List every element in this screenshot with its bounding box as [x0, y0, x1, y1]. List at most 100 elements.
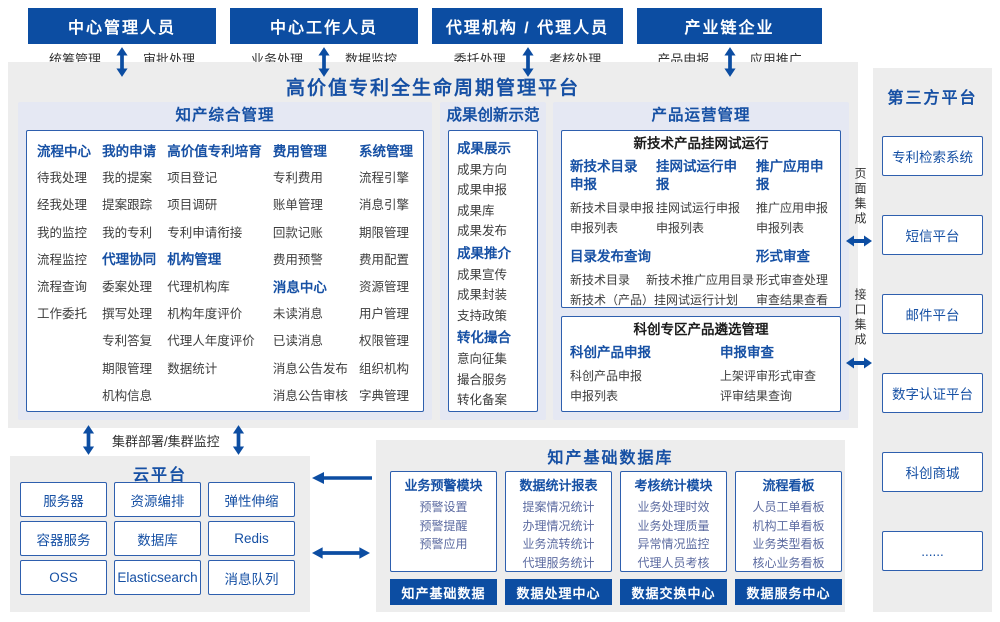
menu-item: 办理情况统计 — [522, 518, 595, 533]
menu-item: 预警应用 — [419, 537, 468, 551]
menu-item: 代理服务统计 — [522, 555, 595, 570]
group-title: 申报审查 — [720, 345, 774, 360]
cloud-service-box: Elasticsearch — [114, 560, 201, 595]
menu-item: 未读消息 — [272, 307, 323, 322]
cloud-service-box: 容器服务 — [20, 521, 107, 556]
section-title: 云平台 — [132, 467, 187, 484]
third-party-box: 专利检索系统 — [882, 136, 983, 176]
group-card: 新技术目录申报新技术目录申报申报列表 — [570, 158, 654, 238]
arrow-left-icon — [312, 471, 372, 485]
cloud-service-box: 服务器 — [20, 482, 107, 517]
group-title: 新技术目录申报 — [570, 159, 638, 192]
third-party-box: 邮件平台 — [882, 294, 983, 334]
menu-item: 评审结果查询 — [720, 389, 793, 403]
data-center-box: 知产基础数据 — [390, 579, 497, 605]
menu-item: 代理人员考核 — [637, 555, 710, 570]
menu-item: 回款记账 — [272, 225, 323, 240]
group-items: 新技术目录申报申报列表 — [570, 198, 654, 238]
group-items: 形式审查处理审查结果查看 — [756, 270, 834, 310]
group-items: 挂网试运行申报申报列表 — [656, 198, 742, 238]
menu-item: 新技术目录 — [570, 273, 631, 287]
menu-item: 流程引擎 — [358, 171, 409, 186]
menu-item: 审查结果查看 — [756, 293, 829, 307]
group-title: 科创产品申报 — [570, 345, 651, 360]
group-grid: 科创产品申报科创产品申报申报列表申报审查上架评审形式审查评审结果查询 — [562, 342, 840, 406]
group-title: 形式审查 — [756, 249, 810, 264]
menu-item: 新技术（产品）挂网试运行计划 — [570, 293, 739, 307]
double-arrow-vertical-icon — [116, 46, 129, 78]
double-arrow-vertical-icon — [82, 423, 95, 457]
actor-title: 产业链企业 — [637, 8, 822, 44]
menu-item: 预警设置 — [419, 500, 468, 514]
group-title: 费用管理 — [272, 143, 327, 159]
group-title: 目录发布查询 — [570, 249, 651, 264]
menu-item: 成果发布 — [457, 224, 508, 239]
data-center-box: 数据处理中心 — [505, 579, 612, 605]
menu-item: 权限管理 — [358, 334, 409, 349]
menu-item: 账单管理 — [272, 198, 323, 213]
subsection-title: 科创专区产品遴选管理 — [633, 322, 769, 337]
menu-item: 消息公告审核 — [272, 388, 348, 403]
actor-title: 代理机构 / 代理人员 — [432, 8, 623, 44]
menu-item: 代理人年度评价 — [167, 334, 255, 349]
actor-title: 中心管理人员 — [28, 8, 216, 44]
group-card: 推广应用申报推广应用申报申报列表 — [756, 158, 834, 238]
cluster-label: 集群部署/集群监控 — [112, 434, 220, 449]
group-card: 流程看板人员工单看板机构工单看板业务类型看板核心业务看板 — [735, 471, 842, 572]
menu-item: 代理机构库 — [167, 280, 230, 295]
menu-item: 用户管理 — [358, 307, 409, 322]
actor-row: 中心管理人员 统筹管理 审批处理 中心工作人员 业务处理 数据监控 代理机构 /… — [28, 8, 822, 70]
section-product-operation: 产品运营管理 新技术产品挂网试运行 新技术目录申报新技术目录申报申报列表挂网试运… — [553, 102, 849, 420]
group-title: 转化撮合 — [457, 330, 511, 345]
third-party-box: 短信平台 — [882, 215, 983, 255]
group-items: 提案情况统计办理情况统计业务流转统计代理服务统计 — [506, 498, 611, 572]
section-ip-management: 知产综合管理 流程中心待我处理经我处理我的监控流程监控流程查询工作委托 我的申请… — [18, 102, 432, 420]
section-third-party: 第三方平台 专利检索系统短信平台邮件平台数字认证平台科创商城...... — [873, 68, 992, 612]
menu-item: 转化备案 — [457, 393, 508, 408]
menu-item: 资源管理 — [358, 280, 409, 295]
menu-column: 高价值专利培育项目登记项目调研专利申请衔接机构管理代理机构库机构年度评价代理人年… — [167, 136, 262, 411]
menu-item: 我的监控 — [37, 225, 88, 240]
menu-item: 撰写处理 — [102, 307, 153, 322]
double-arrow-vertical-icon — [318, 46, 331, 78]
menu-column: 流程中心待我处理经我处理我的监控流程监控流程查询工作委托 — [37, 136, 91, 411]
menu-item: 业务类型看板 — [752, 537, 825, 551]
group-title: 高价值专利培育 — [167, 143, 262, 159]
menu-item: 专利答复 — [102, 334, 153, 349]
platform-title: 高价值专利全生命周期管理平台 — [285, 78, 580, 99]
menu-item: 上架评审形式审查 — [720, 369, 817, 383]
menu-item: 预警提醒 — [419, 518, 468, 533]
menu-item: 申报列表 — [656, 221, 705, 235]
section-title: 知产基础数据库 — [547, 450, 674, 467]
menu-item: 流程监控 — [37, 252, 88, 267]
group-card: 目录发布查询新技术目录新技术推广应用目录新技术（产品）挂网试运行计划 — [570, 248, 754, 310]
actor-title: 中心工作人员 — [230, 8, 418, 44]
menu-item: 提案情况统计 — [522, 500, 595, 514]
group-items: 推广应用申报申报列表 — [756, 198, 834, 238]
group-items: 新技术目录新技术推广应用目录新技术（产品）挂网试运行计划 — [570, 270, 754, 310]
menu-item: 费用配置 — [358, 252, 409, 267]
third-party-box: ...... — [882, 531, 983, 571]
group-title: 机构管理 — [167, 252, 222, 268]
group-title: 业务预警模块 — [404, 478, 483, 493]
third-party-list: 专利检索系统短信平台邮件平台数字认证平台科创商城...... — [882, 136, 983, 571]
menu-item: 意向征集 — [457, 352, 508, 367]
cloud-service-box: 弹性伸缩 — [208, 482, 295, 517]
menu-item: 人员工单看板 — [752, 500, 825, 514]
double-arrow-horizontal-icon — [312, 546, 370, 560]
group-items: 业务处理时效业务处理质量异常情况监控代理人员考核 — [621, 498, 726, 572]
menu-item: 期限管理 — [102, 361, 153, 376]
menu-item: 待我处理 — [37, 171, 88, 186]
menu-item: 已读消息 — [272, 334, 323, 349]
subsection-selection: 科创专区产品遴选管理 科创产品申报科创产品申报申报列表申报审查上架评审形式审查评… — [561, 316, 841, 412]
menu-item: 业务流转统计 — [522, 537, 595, 551]
module-row: 业务预警模块预警设置预警提醒预警应用数据统计报表提案情况统计办理情况统计业务流转… — [390, 471, 842, 572]
group-items: 预警设置预警提醒预警应用 — [391, 498, 496, 554]
section-achievement: 成果创新示范 成果展示成果方向成果申报成果库成果发布成果推介成果宣传成果封装支持… — [440, 102, 546, 420]
data-center-box: 数据交换中心 — [620, 579, 727, 605]
subsection-title: 新技术产品挂网试运行 — [633, 136, 769, 151]
menu-item: 支持政策 — [457, 308, 508, 323]
